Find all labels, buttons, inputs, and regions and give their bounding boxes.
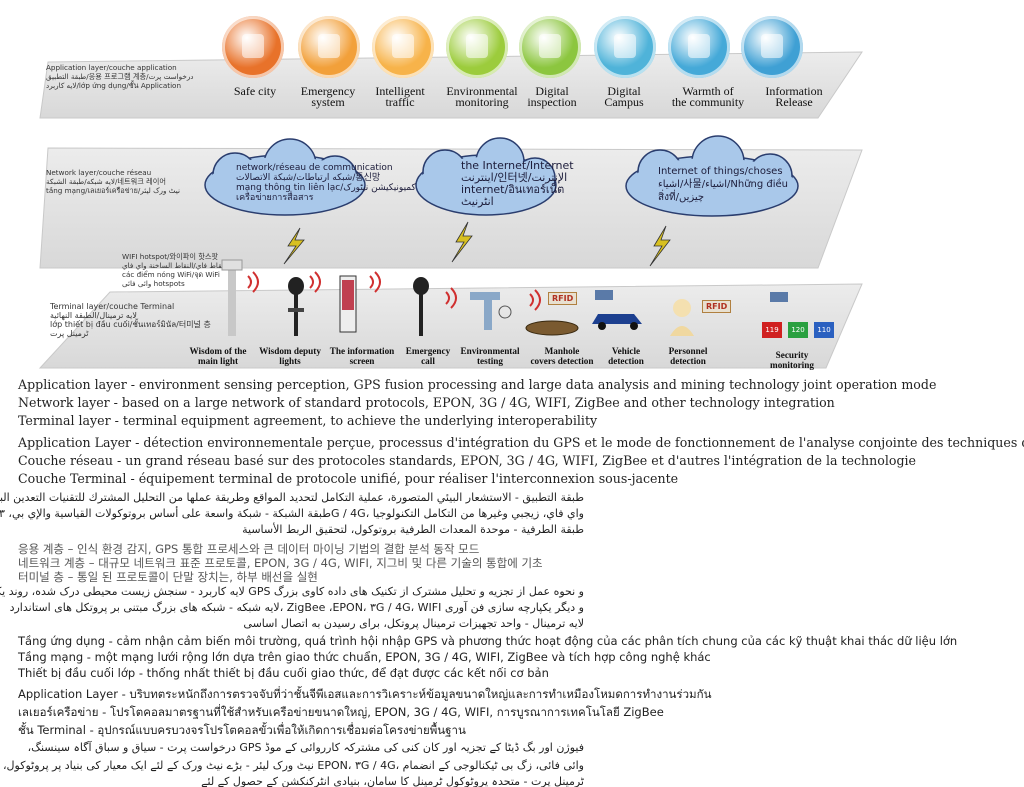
rfid-badge: RFID bbox=[702, 300, 732, 313]
security-camera-icon bbox=[770, 292, 788, 302]
safe-city-icon bbox=[222, 16, 284, 78]
monitoring-station-icon bbox=[446, 16, 508, 78]
information-screen-icon bbox=[339, 275, 357, 333]
deputy-light-icon bbox=[288, 277, 304, 336]
description-line: ٹرمینل پرت - متحدہ پروٹوکول ٹرمینل کا سا… bbox=[201, 775, 584, 787]
description-line: 터미널 층 – 통일 된 프로토콜이 단말 장치는, 하부 배선을 실현 bbox=[18, 570, 318, 584]
description-line: 응용 계층 – 인식 환경 감지, GPS 통합 프로세스와 큰 데이터 마이닝… bbox=[18, 542, 480, 556]
terminal-plane bbox=[38, 283, 863, 369]
description-line: Thiết bị đầu cuối lớp - thống nhất thiết… bbox=[18, 666, 549, 680]
application-layer-label: Application layer/couche application طبق… bbox=[46, 63, 194, 90]
description-line: لایه ترمینال - واحد تجهیزات ترمینال پروت… bbox=[243, 617, 584, 630]
description-line: و دیگر یکپارچه سازی فن آوری ZigBee ،EPON… bbox=[9, 601, 584, 614]
description-line: طبقة التطبيق - الاستشعار البيئي المتصورة… bbox=[0, 491, 584, 504]
description-line: وائی فائی، زگ بی ٹیکنالوجی کے انضمام ،EP… bbox=[2, 759, 584, 772]
community-heart-icon bbox=[668, 16, 730, 78]
cloud-communication-network bbox=[204, 138, 366, 216]
wifi-signal-icon bbox=[369, 271, 381, 293]
layer-planes bbox=[38, 51, 863, 369]
rfid-badge: RFID bbox=[548, 292, 578, 305]
description-line: فیوژن اور بگ ڈیٹا کے تجزیہ اور کان کنی ک… bbox=[27, 741, 584, 754]
network-layer-label: Network layer/couche réseau لایه شبکه/طب… bbox=[46, 168, 180, 195]
digital-campus-icon bbox=[594, 16, 656, 78]
description-line: Tầng ứng dụng - cảm nhận cảm biến môi tr… bbox=[18, 634, 958, 648]
description-line: Terminal layer - terminal equipment agre… bbox=[18, 413, 598, 428]
manhole-cover-icon bbox=[525, 320, 579, 336]
application-caption: Safe city bbox=[233, 84, 277, 98]
lightning-bolt-2 bbox=[451, 221, 473, 263]
description-line: ชั้น Terminal - อุปกรณ์แบบครบวงจรโปรโตคอ… bbox=[18, 723, 466, 737]
environment-sensor-icon bbox=[470, 292, 512, 330]
description-line: Tầng mạng - một mạng lưới rộng lớn dựa t… bbox=[18, 650, 711, 664]
police-badge: 110 bbox=[814, 322, 834, 338]
description-line: واي فاي، زيجبي وغيرها من التكامل التكنول… bbox=[0, 507, 584, 520]
cloud-internet-text: the Internet/Internet اینترنت/인터넷/الإنتر… bbox=[461, 159, 574, 208]
mobile-phone-icon bbox=[741, 16, 803, 78]
description-line: Couche réseau - un grand réseau basé sur… bbox=[18, 453, 917, 468]
description-line: Application Layer - détection environnem… bbox=[18, 435, 1024, 450]
cloud-communication-text: network/réseau de communication شبكه ارت… bbox=[236, 163, 416, 203]
wifi-hotspot-label: WIFI hotspot/와이파이 핫스팟 نقاط فاي/النقاط ال… bbox=[122, 252, 224, 288]
cloud-internet bbox=[415, 137, 557, 216]
description-line: 네트워크 계층 – 대규모 네트워크 표준 프로토콜, EPON, 3G / 4… bbox=[18, 556, 543, 570]
wifi-signal-icon bbox=[309, 271, 321, 293]
personnel-icon bbox=[670, 299, 694, 336]
ambulance-badge: 120 bbox=[788, 322, 808, 338]
description-line: Application Layer - บริบทตระหนักถึงการตร… bbox=[18, 687, 712, 701]
terminal-devices bbox=[221, 259, 788, 336]
lightning-bolt-3 bbox=[649, 225, 671, 267]
main-light-icon bbox=[221, 259, 243, 336]
emergency-call-icon bbox=[413, 277, 429, 336]
traffic-sign-icon bbox=[372, 16, 434, 78]
wifi-signal-icon bbox=[529, 289, 541, 311]
description-line: Network layer - based on a large network… bbox=[18, 395, 835, 410]
description-line: Application layer - environment sensing … bbox=[18, 377, 937, 392]
police-car-icon bbox=[298, 16, 360, 78]
inspection-icon bbox=[519, 16, 581, 78]
description-line: و نحوه عمل از تجزیه و تحلیل مشترک از تکن… bbox=[0, 585, 584, 598]
description-line: เลเยอร์เครือข่าย - โปรโตคอลมาตรฐานที่ใช้… bbox=[18, 705, 664, 719]
wifi-signal-icon bbox=[247, 271, 259, 293]
lightning-bolt-1 bbox=[283, 227, 305, 265]
terminal-layer-label: Terminal layer/couche Terminal لایه ترمی… bbox=[50, 302, 211, 338]
description-line: طبقة الطرفية - موحدة المعدات الطرفية برو… bbox=[242, 523, 584, 536]
description-line: Couche Terminal - équipement terminal de… bbox=[18, 471, 679, 486]
wifi-signal-icon bbox=[445, 287, 457, 309]
fire-badge: 119 bbox=[762, 322, 782, 338]
vehicle-car-icon bbox=[592, 290, 642, 330]
cloud-iot-text: Internet of things/choses اشیاء/사물/اشیاء… bbox=[658, 166, 789, 203]
cloud-internet-of-things bbox=[625, 135, 799, 217]
